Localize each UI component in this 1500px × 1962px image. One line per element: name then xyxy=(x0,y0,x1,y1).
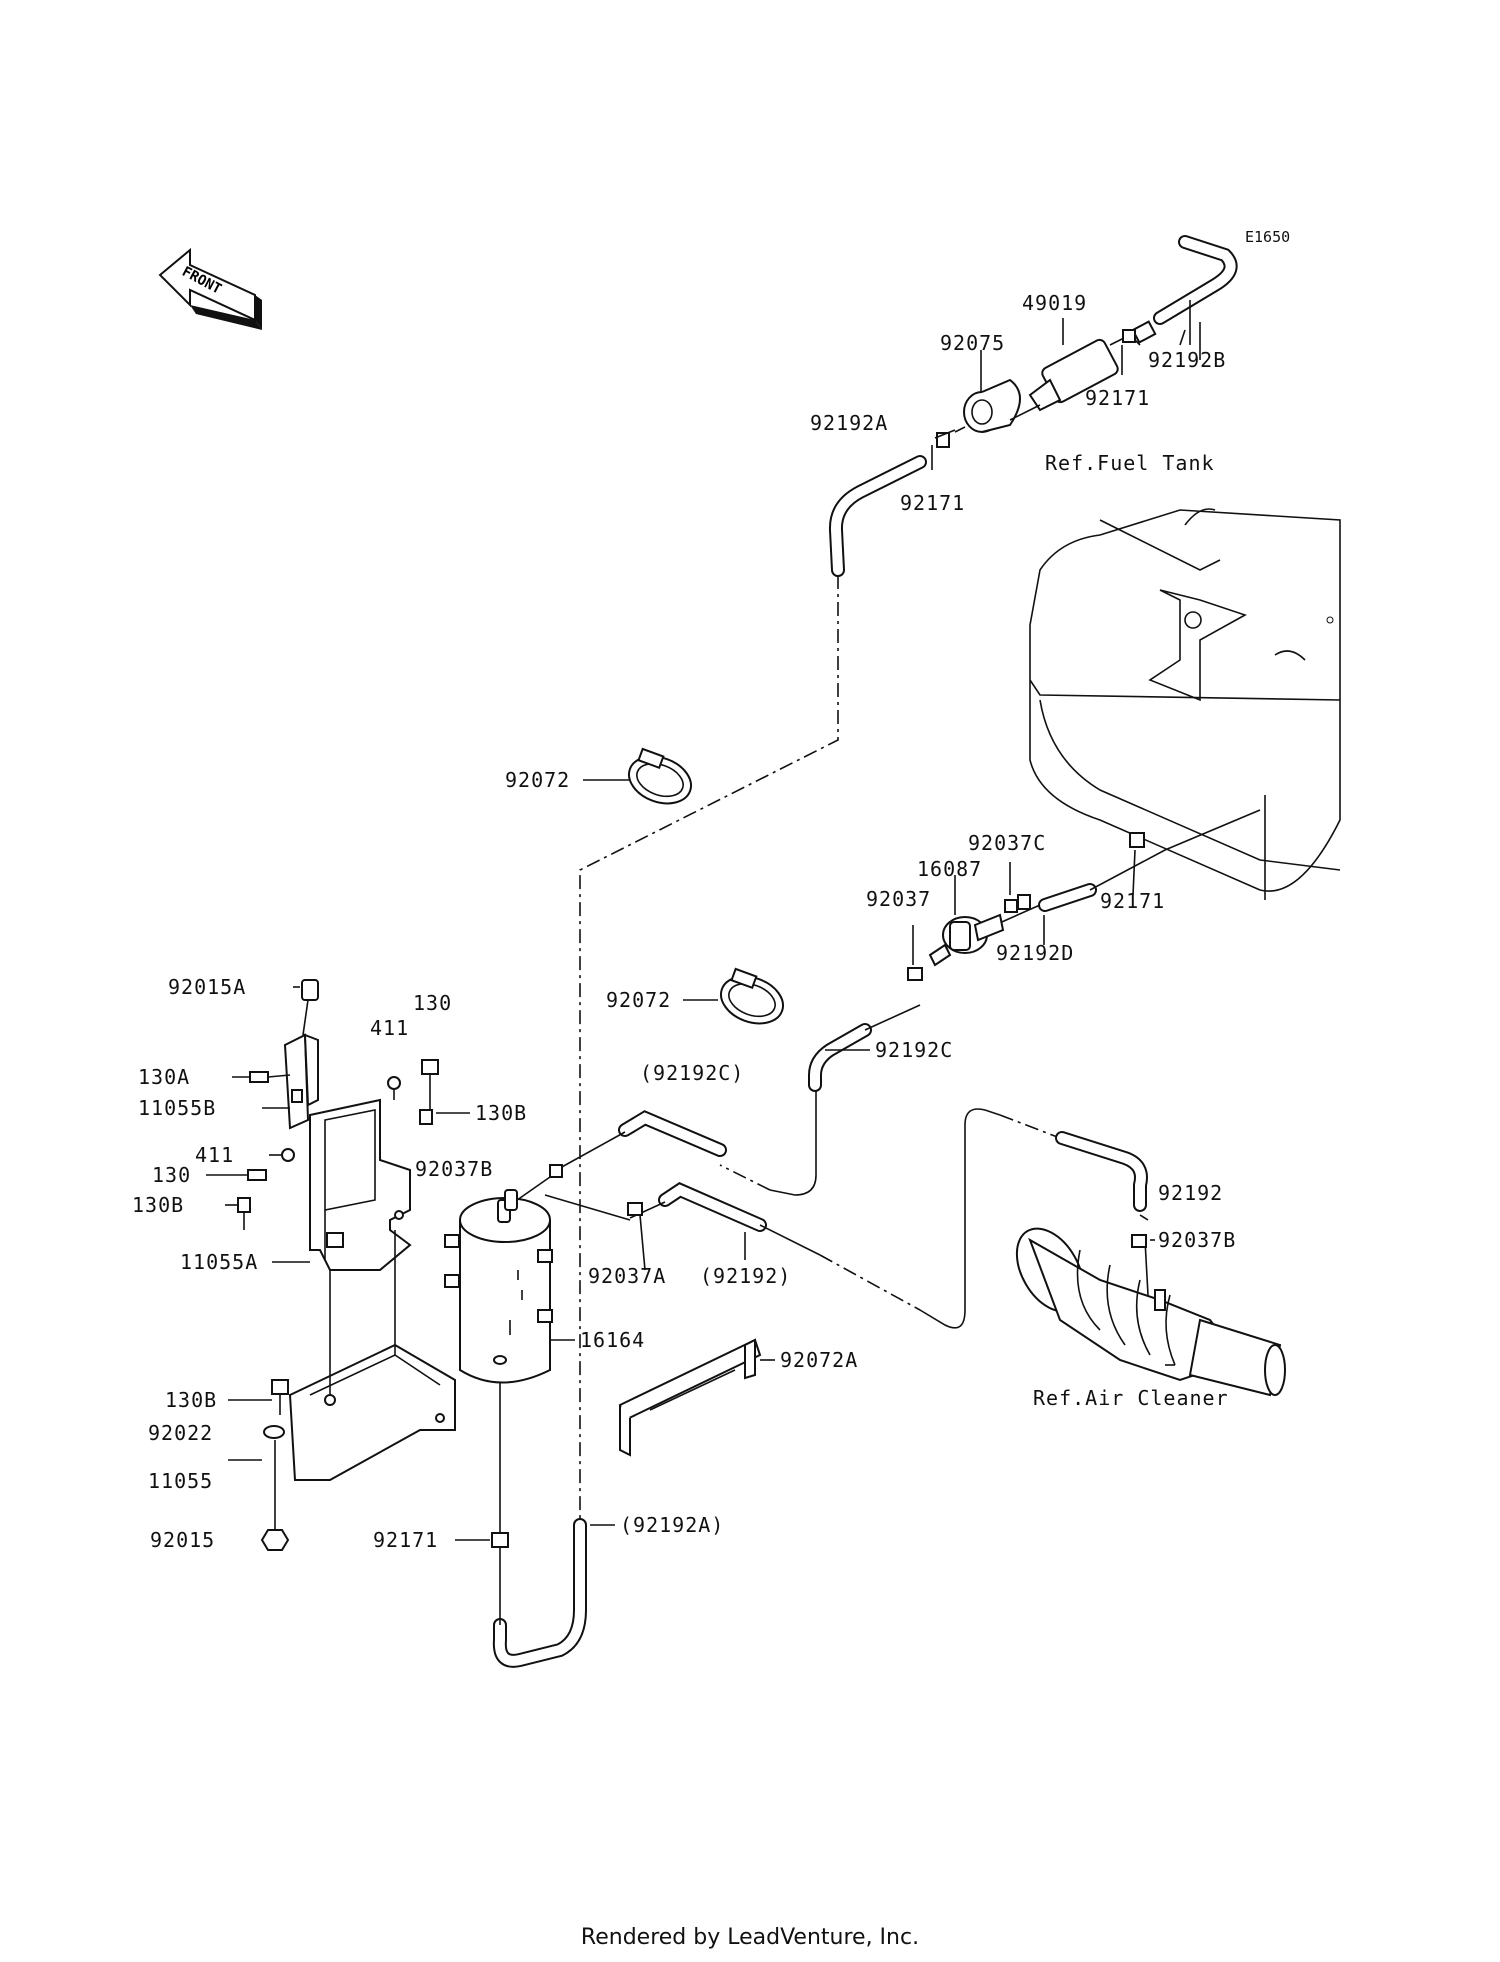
callout-49019: 49019 xyxy=(1022,291,1087,315)
callout-130-top: 130 xyxy=(413,991,452,1015)
callout-92037b-right: 92037B xyxy=(1158,1228,1236,1252)
clamp-92037a xyxy=(627,1202,643,1216)
callout-92192b: 92192B xyxy=(1148,348,1226,372)
strap-92072a xyxy=(618,1338,762,1457)
callout-92192-paren: (92192) xyxy=(700,1264,791,1288)
callout-92015: 92015 xyxy=(150,1528,215,1552)
callout-130b-left: 130B xyxy=(132,1193,184,1217)
callout-11055b: 11055B xyxy=(138,1096,216,1120)
fuel-filter-assembly xyxy=(934,320,1157,448)
callout-130a: 130A xyxy=(138,1065,190,1089)
callout-92072a: 92072A xyxy=(780,1348,858,1372)
valve-16087 xyxy=(928,894,1031,967)
diagram-code: E1650 xyxy=(1245,228,1290,246)
callout-labels: 49019 92075 92192B 92171 92192A 92171 92… xyxy=(132,291,1236,1552)
air-cleaner-duct xyxy=(1015,1227,1286,1397)
clamp-92037b-left xyxy=(549,1164,563,1178)
front-arrow-icon: FRONT xyxy=(158,247,262,330)
callout-92037a: 92037A xyxy=(588,1264,666,1288)
callout-92192a-paren: (92192A) xyxy=(620,1513,724,1537)
callout-92072-lower: 92072 xyxy=(606,988,671,1012)
callout-92075: 92075 xyxy=(940,331,1005,355)
callout-92072-upper: 92072 xyxy=(505,768,570,792)
clamp-92171-right xyxy=(1129,832,1145,848)
clamp-92037c xyxy=(1004,899,1018,913)
callout-92171-bottom: 92171 xyxy=(373,1528,438,1552)
fuel-tank-outline xyxy=(1029,508,1341,900)
clamp-92171-bottom xyxy=(491,1532,509,1548)
callout-16164: 16164 xyxy=(580,1328,645,1352)
callout-411-left: 411 xyxy=(195,1143,234,1167)
callout-92192a: 92192A xyxy=(810,411,888,435)
band-92072-lower xyxy=(720,967,784,1025)
callout-92171-top: 92171 xyxy=(1085,386,1150,410)
band-92072-upper xyxy=(628,747,692,805)
clamp-92037b-right xyxy=(1131,1234,1147,1248)
footer-credit: Rendered by LeadVenture, Inc. xyxy=(580,1925,920,1950)
callout-92015a: 92015A xyxy=(168,975,246,999)
callout-130b-lower: 130B xyxy=(165,1388,217,1412)
callout-130b-upper: 130B xyxy=(475,1101,527,1125)
callout-92171-mid: 92171 xyxy=(900,491,965,515)
callout-11055: 11055 xyxy=(148,1469,213,1493)
callout-130-left: 130 xyxy=(152,1163,191,1187)
callout-16087: 16087 xyxy=(917,857,982,881)
callout-92022: 92022 xyxy=(148,1421,213,1445)
callout-92171-right: 92171 xyxy=(1100,889,1165,913)
canister-16164 xyxy=(444,1189,553,1384)
callout-92192c: 92192C xyxy=(875,1038,953,1062)
callout-92192d: 92192D xyxy=(996,941,1074,965)
callout-92192: 92192 xyxy=(1158,1181,1223,1205)
ref-air-cleaner: Ref.Air Cleaner xyxy=(1033,1386,1229,1410)
callout-92037: 92037 xyxy=(866,887,931,911)
ref-fuel-tank: Ref.Fuel Tank xyxy=(1045,451,1215,475)
callout-92192c-paren: (92192C) xyxy=(640,1061,744,1085)
bracket-assembly xyxy=(237,979,456,1551)
callout-11055a: 11055A xyxy=(180,1250,258,1274)
clamp-92037 xyxy=(907,967,923,981)
hose-routing xyxy=(492,235,1261,1668)
leader-lines xyxy=(206,300,1201,1541)
callout-411-top: 411 xyxy=(370,1016,409,1040)
callout-92037b-left: 92037B xyxy=(415,1157,493,1181)
callout-92037c: 92037C xyxy=(968,831,1046,855)
